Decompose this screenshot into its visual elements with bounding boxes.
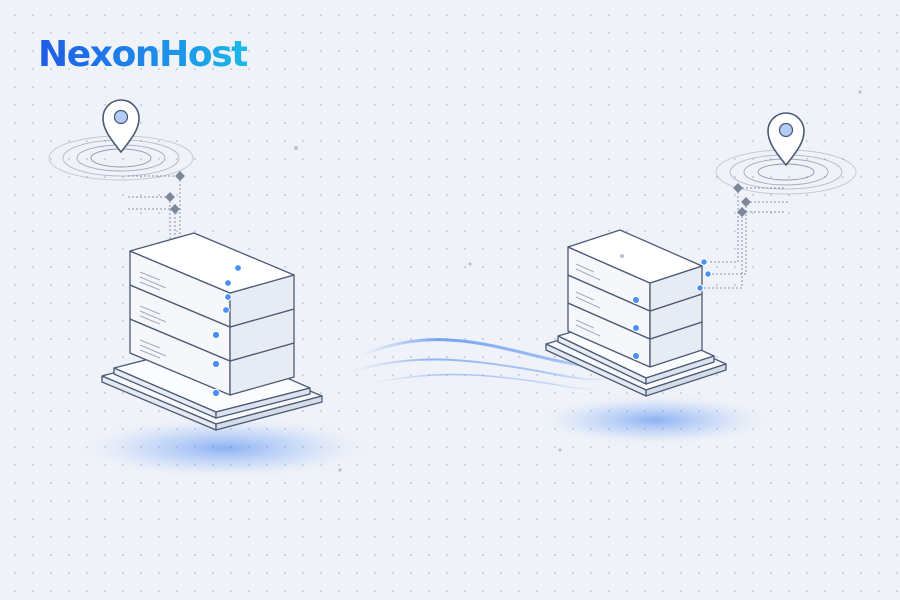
- server-leds-right: [632, 258, 712, 360]
- server-leds-left: [211, 264, 242, 398]
- server-vents-right: [575, 263, 601, 337]
- server-stack-icon: [545, 229, 727, 397]
- server-stack-icon: [101, 232, 323, 431]
- server-vents-left: [139, 271, 167, 359]
- location-pin-icon: [48, 99, 194, 181]
- connector-nodes-left: [165, 171, 185, 214]
- brand-logo: NexonHost: [38, 30, 248, 80]
- server-glow-left: [75, 416, 375, 480]
- location-pin-icon: [715, 112, 857, 195]
- connector-nodes-right: [733, 183, 751, 217]
- background-particles: [294, 90, 862, 472]
- server-glow-right: [535, 394, 775, 446]
